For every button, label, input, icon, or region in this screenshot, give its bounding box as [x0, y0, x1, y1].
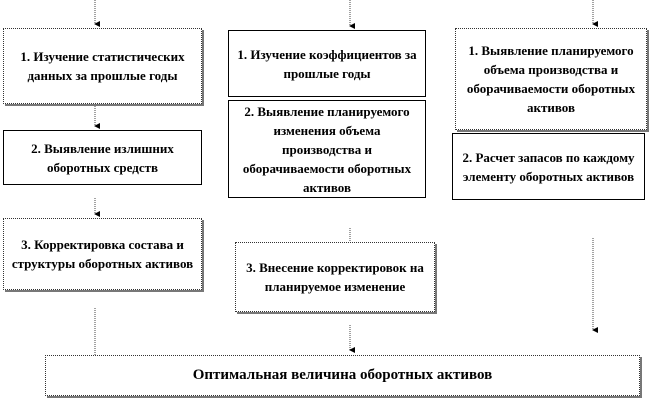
col1-step2: 2. Выявление излишних оборотных средств: [3, 130, 202, 185]
result-box: Оптимальная величина оборотных активов: [45, 355, 640, 396]
col2-step1: 1. Изучение коэффициентов за прошлые год…: [228, 30, 426, 97]
col1-step1: 1. Изучение статистических данных за про…: [3, 28, 202, 104]
col1-step3: 3. Корректировка состава и структуры обо…: [3, 218, 202, 290]
col3-step1: 1. Выявление планируемого объема произво…: [455, 28, 647, 130]
col2-step2: 2. Выявление планируемого изменения объе…: [228, 100, 426, 198]
col2-step3: 3. Внесение корректировок на планируемое…: [235, 242, 435, 312]
col3-step2: 2. Расчет запасов по каждому элементу об…: [452, 133, 645, 200]
